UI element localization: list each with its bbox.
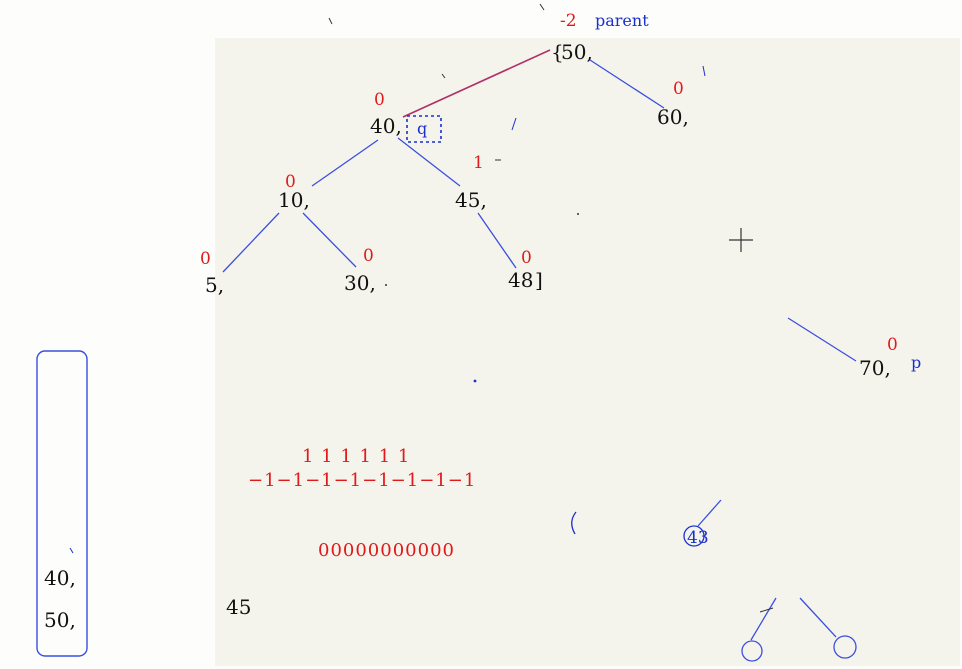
crosshair-cursor-icon [729, 228, 753, 252]
edge-70 [787, 317, 857, 362]
balance-50: -2 [560, 11, 577, 31]
stray-dot [577, 213, 579, 215]
stray-mark [328, 17, 333, 25]
loose-node-45: 45 [226, 595, 251, 619]
stray-mark [759, 607, 774, 613]
node-5: 5, [205, 273, 224, 297]
stray-mark [511, 117, 517, 131]
q-pointer-label: q [417, 119, 427, 138]
stack-item-40: 40, [44, 566, 76, 590]
edge-50-40 [402, 49, 551, 118]
stray-mark [702, 65, 706, 77]
edge-45-48 [477, 212, 517, 269]
balance-10: 0 [285, 172, 296, 192]
edge-10-5 [222, 212, 280, 273]
balance-45: 1 [473, 153, 484, 173]
edge-bottom-left [750, 597, 777, 641]
edge-40-45 [397, 137, 461, 187]
edge-50-60 [589, 59, 665, 109]
balance-60: 0 [673, 79, 684, 99]
balance-70: 0 [887, 335, 898, 355]
empty-child-circle-right [833, 635, 857, 659]
edge-10-30 [302, 212, 357, 268]
node-10: 10, [278, 188, 310, 212]
stray-mark [69, 547, 74, 554]
node-48-suffix: ] [535, 268, 543, 292]
balance-5: 0 [200, 249, 211, 269]
node-50: 50, [561, 40, 593, 64]
stray-dot [473, 379, 477, 383]
balance-30: 0 [363, 246, 374, 266]
node-48: 48 [508, 268, 533, 292]
node-60: 60, [657, 105, 689, 129]
circled-node-43 [683, 525, 705, 547]
edge-bottom-right [799, 597, 837, 638]
scratch-zeros-row: 00000000000 [318, 540, 455, 561]
stray-dot [385, 284, 387, 286]
stack-item-50: 50, [44, 608, 76, 632]
node-40: 40, [370, 114, 402, 138]
root-prefix: { [551, 40, 564, 64]
empty-child-circle-left [741, 640, 763, 662]
edge-43 [697, 499, 722, 527]
balance-40: 0 [374, 90, 385, 110]
balance-48: 0 [521, 248, 532, 268]
parent-pointer-label: parent [595, 11, 649, 30]
node-70: 70, [859, 356, 891, 380]
circled-node-43-label: 43 [687, 528, 709, 548]
p-pointer-label: p [911, 353, 921, 372]
edge-40-10 [311, 139, 379, 187]
stack-box [36, 350, 88, 657]
stray-mark [539, 3, 545, 11]
scratch-ones-row: 1 1 1 1 1 1 [302, 446, 410, 467]
node-30: 30, [344, 271, 376, 295]
scratch-neg-row: −1−1−1−1−1−1−1−1 [248, 470, 476, 491]
stray-mark [441, 73, 446, 79]
background-panel [215, 38, 960, 666]
node-45: 45, [455, 188, 487, 212]
partial-circle-sketch [571, 511, 577, 535]
